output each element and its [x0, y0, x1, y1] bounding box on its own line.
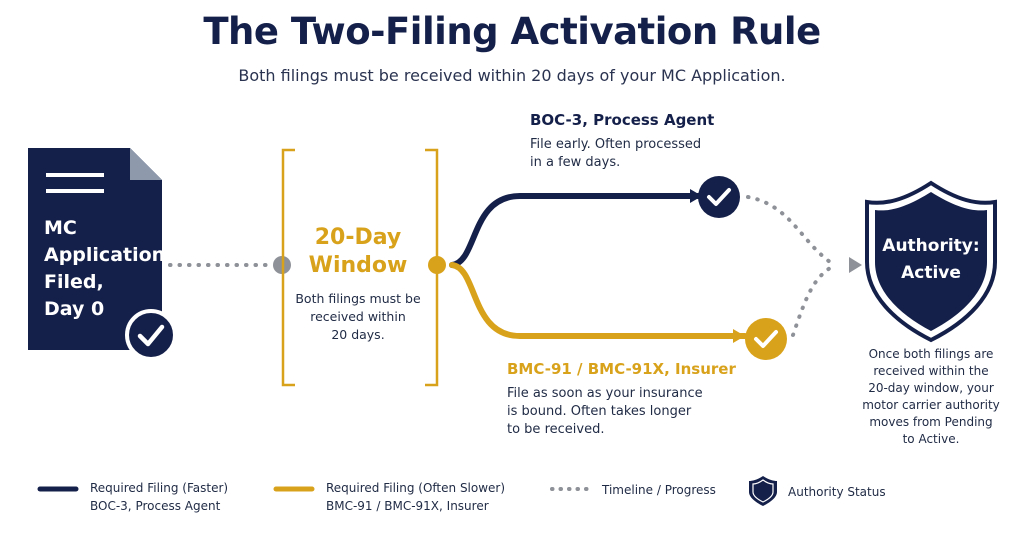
authority-desc-line-3: 20-day window, your: [868, 381, 994, 395]
window-end-dot: [428, 256, 446, 274]
authority-status-label: Authority: Active: [872, 233, 990, 287]
legend-label: Timeline / Progress: [602, 483, 716, 497]
authority-line-1: Authority:: [882, 236, 980, 256]
boc3-arrow: [690, 189, 702, 203]
authority-desc-line-6: to Active.: [902, 432, 960, 446]
bmc91-progress-dots: [791, 266, 832, 337]
bmc91-path: [449, 262, 748, 339]
boc3-title: BOC-3, Process Agent: [530, 111, 715, 129]
bmc91-desc-line-2: is bound. Often takes longer: [507, 404, 692, 419]
boc3-description: File early. Often processed in a few day…: [530, 136, 720, 172]
window-description: Both filings must be received within 20 …: [290, 290, 426, 344]
bmc91-desc-line-1: File as soon as your insurance: [507, 386, 703, 401]
legend-shield-icon: [749, 476, 777, 506]
boc3-path: [449, 193, 703, 268]
document-check-icon: [125, 309, 177, 361]
mc-application-line-1: MC: [44, 217, 77, 239]
bmc91-desc-line-3: to be received.: [507, 422, 605, 437]
legend-sublabel: BOC-3, Process Agent: [90, 499, 221, 513]
boc3-check-icon: [698, 176, 740, 218]
progress-arrow: [849, 257, 862, 273]
window-title-line-2: Window: [308, 253, 408, 278]
legend-label: Authority Status: [788, 485, 886, 499]
mc-application-line-4: Day 0: [44, 298, 105, 320]
page-subtitle: Both filings must be received within 20 …: [238, 66, 786, 85]
authority-description: Once both filings are received within th…: [856, 346, 1006, 448]
legend-label: Required Filing (Often Slower): [326, 481, 506, 495]
boc3-progress-dots: [746, 195, 832, 264]
window-title: 20-Day Window: [288, 224, 428, 280]
legend-item-authority: Authority Status: [788, 483, 886, 501]
window-desc-line-1: Both filings must be: [295, 291, 421, 306]
shield-icon: [865, 180, 997, 343]
authority-desc-line-4: motor carrier authority: [862, 398, 1000, 412]
legend-item-slower: Required Filing (Often Slower) BMC-91 / …: [326, 479, 505, 515]
mc-application-line-2: Application: [44, 244, 166, 266]
boc3-desc-line-1: File early. Often processed: [530, 137, 702, 152]
legend-item-timeline: Timeline / Progress: [602, 481, 716, 499]
bmc91-title: BMC-91 / BMC-91X, Insurer: [507, 360, 736, 378]
legend-item-faster: Required Filing (Faster) BOC-3, Process …: [90, 479, 228, 515]
page-title: The Two-Filing Activation Rule: [203, 10, 821, 53]
mc-application-label: MC Application Filed, Day 0: [44, 215, 169, 323]
authority-line-2: Active: [901, 263, 961, 283]
authority-desc-line-5: moves from Pending: [869, 415, 993, 429]
authority-desc-line-1: Once both filings are: [868, 347, 994, 361]
mc-application-line-3: Filed,: [44, 271, 104, 293]
boc3-desc-line-2: in a few days.: [530, 155, 621, 170]
window-desc-line-2: received within: [310, 309, 406, 324]
window-desc-line-3: 20 days.: [331, 327, 385, 342]
authority-desc-line-2: received within the: [873, 364, 989, 378]
bmc91-arrow: [733, 329, 745, 343]
legend-label: Required Filing (Faster): [90, 481, 229, 495]
bmc91-description: File as soon as your insurance is bound.…: [507, 385, 712, 439]
window-title-line-1: 20-Day: [314, 225, 402, 250]
bmc91-check-icon: [745, 318, 787, 360]
document-icon: [28, 148, 162, 350]
legend-sublabel: BMC-91 / BMC-91X, Insurer: [326, 499, 489, 513]
